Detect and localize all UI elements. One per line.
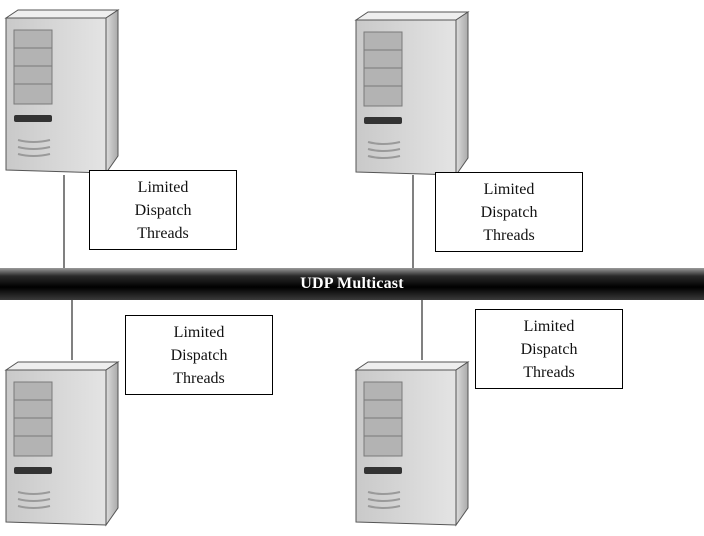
label-line: Dispatch	[480, 203, 538, 221]
node-label-box: Limited Dispatch Threads	[125, 315, 273, 395]
node-label-box: Limited Dispatch Threads	[89, 170, 237, 250]
label-line: Threads	[483, 226, 535, 244]
label-line: Dispatch	[520, 340, 578, 358]
server-icon	[5, 361, 119, 526]
label-line: Threads	[523, 363, 575, 381]
bus-label: UDP Multicast	[300, 275, 404, 292]
label-line: Dispatch	[134, 201, 192, 219]
node-label-box: Limited Dispatch Threads	[435, 172, 583, 252]
label-line: Limited	[173, 323, 225, 341]
label-line: Dispatch	[170, 346, 228, 364]
label-line: Limited	[137, 178, 189, 196]
node-label-box: Limited Dispatch Threads	[475, 309, 623, 389]
label-line: Limited	[523, 317, 575, 335]
server-icon	[355, 361, 469, 526]
server-icon	[355, 11, 469, 176]
multicast-bus-bar	[0, 268, 704, 300]
label-line: Threads	[173, 369, 225, 387]
label-line: Limited	[483, 180, 535, 198]
server-icon	[5, 9, 119, 174]
label-line: Threads	[137, 224, 189, 242]
